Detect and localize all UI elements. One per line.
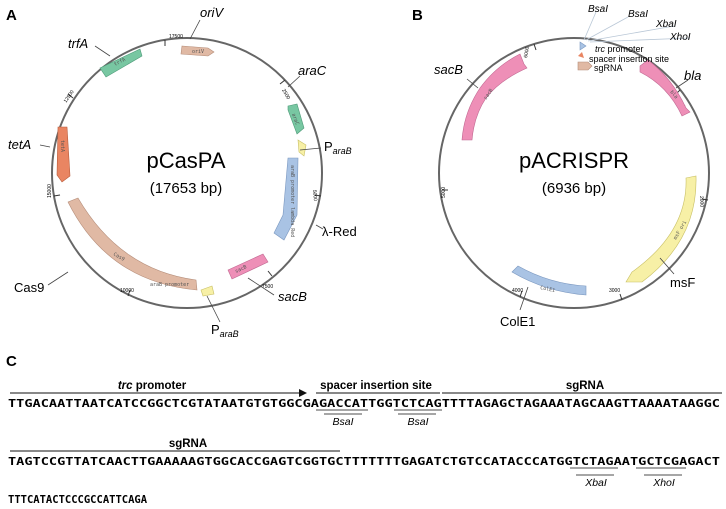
bla-feature — [639, 59, 691, 117]
panel-a: A 17500 2500 5000 7500 10000 15000 12500 — [6, 5, 357, 339]
bsai-enzyme-2: BsaI — [407, 416, 428, 428]
spacer-header: spacer insertion site — [320, 380, 432, 392]
pcaspa-backbone — [51, 37, 323, 309]
parab-label-2-main: P — [211, 322, 220, 337]
pacrispr-name: pACRISPR — [519, 148, 629, 173]
panel-b: B 6000 1000 2000 3000 4000 5000 sacB — [412, 4, 710, 329]
arac-feature — [287, 103, 305, 135]
panel-a-letter: A — [6, 7, 17, 24]
tick-label: 17500 — [169, 34, 183, 40]
oriv-label: oriV — [200, 5, 224, 20]
spacer-site-feature — [578, 52, 584, 58]
trfa-label: trfA — [68, 36, 88, 51]
parab-feature-2 — [200, 285, 215, 297]
tick-label: 10000 — [120, 288, 134, 294]
pacrispr-backbone — [438, 37, 710, 309]
sgrna-legend: sgRNA — [594, 63, 623, 73]
pcaspa-ticks — [53, 40, 322, 297]
bsai-site-label-2: BsaI — [628, 9, 648, 20]
xhoi-site-label: XhoI — [669, 32, 691, 43]
parab-label-2: ParaB — [211, 322, 239, 339]
sgrna-feature — [577, 61, 593, 71]
panel-b-letter: B — [412, 7, 423, 24]
cole1-feature — [511, 265, 587, 296]
sequence-line-1: TTGACAATTAATCATCCGGCTCGTATAATGTGTGGCGAGA… — [8, 398, 720, 410]
red-feature-text: araB promoter lambda Red — [289, 165, 295, 237]
tick-label: 7500 — [262, 284, 273, 290]
tick-label: 2500 — [280, 88, 291, 101]
trc-promoter-feature — [579, 41, 587, 51]
oriv-feature — [180, 45, 215, 57]
panel-c-letter: C — [6, 353, 17, 370]
lambda-red-label: λ-Red — [322, 224, 357, 239]
bla-label: bla — [684, 68, 701, 83]
sgrna-header-2: sgRNA — [169, 438, 207, 450]
spacer-legend: spacer insertion site — [589, 54, 669, 64]
sequence-line-2: TAGTCCGTTATCAACTTGAAAAAGTGGCACCGAGTCGGTG… — [8, 456, 720, 468]
sequence-line-3: TTTCATACTCCCGCCATTCAGA — [8, 494, 148, 506]
sacb-feature-text-b: sacB — [483, 88, 495, 101]
cas9-label: Cas9 — [14, 280, 44, 295]
pcaspa-name: pCasPA — [146, 148, 225, 173]
trc-legend-rest: promoter — [605, 44, 644, 54]
sacb-label-b: sacB — [434, 62, 463, 77]
cole1-feature-text: ColE1 — [540, 285, 556, 294]
cas9-feature — [67, 197, 198, 291]
pcaspa-tick-labels: 17500 2500 5000 7500 10000 15000 12500 — [47, 34, 318, 294]
xhoi-enzyme: XhoI — [652, 477, 675, 489]
xbai-site-label: XbaI — [655, 19, 677, 30]
xbai-enzyme: XbaI — [584, 477, 607, 489]
trc-header-italic: trc — [118, 380, 133, 392]
tick-label: 12500 — [63, 89, 76, 104]
teta-feature — [56, 126, 71, 183]
arac-feature-text: araC — [290, 113, 300, 126]
bsai-site-label-1: BsaI — [588, 4, 608, 15]
pacrispr-site-leaders — [583, 11, 691, 43]
parab-label-1-sub: araB — [333, 146, 352, 156]
trc-legend-italic: trc — [595, 44, 605, 54]
teta-feature-text: tetA — [59, 140, 65, 152]
panel-c: C trc promoter spacer insertion site sgR… — [6, 353, 722, 506]
pcaspa-leaders — [39, 19, 324, 323]
bla-feature-text: bla — [668, 89, 678, 100]
parab-label-1: ParaB — [324, 139, 352, 156]
trc-header-rest: promoter — [133, 380, 187, 392]
parab-label-2-sub: araB — [220, 329, 239, 339]
lambda-red-feature — [273, 157, 299, 241]
trc-promoter-legend: trc promoter — [595, 44, 644, 54]
pacrispr-size: (6936 bp) — [542, 180, 606, 197]
trfa-feature-text: trfA — [113, 57, 126, 68]
tick-label: 4000 — [512, 288, 523, 294]
tick-label: 15000 — [47, 184, 53, 198]
tick-label: 6000 — [523, 46, 531, 58]
tick-label: 3000 — [609, 288, 620, 294]
oriv-feature-text: oriV — [192, 49, 204, 55]
teta-label: tetA — [8, 137, 31, 152]
trfa-feature — [99, 48, 143, 78]
tick-label: 5000 — [311, 190, 318, 202]
bsai-enzyme-1: BsaI — [332, 416, 353, 428]
sacb-feature-text: sacB — [234, 264, 247, 275]
trc-promoter-header: trc promoter — [118, 380, 187, 392]
tick-label: 5000 — [441, 187, 447, 198]
arac-label: araC — [298, 63, 327, 78]
sacb-feature-a — [227, 253, 269, 280]
sgrna-header-1: sgRNA — [566, 380, 604, 392]
parab-label-1-main: P — [324, 139, 333, 154]
msf-label: msF — [670, 275, 695, 290]
arab-feature-text: araB promoter — [150, 282, 189, 288]
sacb-label-a: sacB — [278, 289, 307, 304]
parab-feature-1 — [297, 139, 307, 157]
sacb-feature-b — [461, 53, 528, 141]
pcaspa-size: (17653 bp) — [150, 180, 223, 197]
msf-feature — [625, 175, 697, 283]
tick-label: 2000 — [698, 196, 704, 208]
cole1-label: ColE1 — [500, 314, 535, 329]
pacrispr-leaders — [466, 78, 689, 311]
cas9-feature-text: Cas9 — [112, 252, 125, 263]
